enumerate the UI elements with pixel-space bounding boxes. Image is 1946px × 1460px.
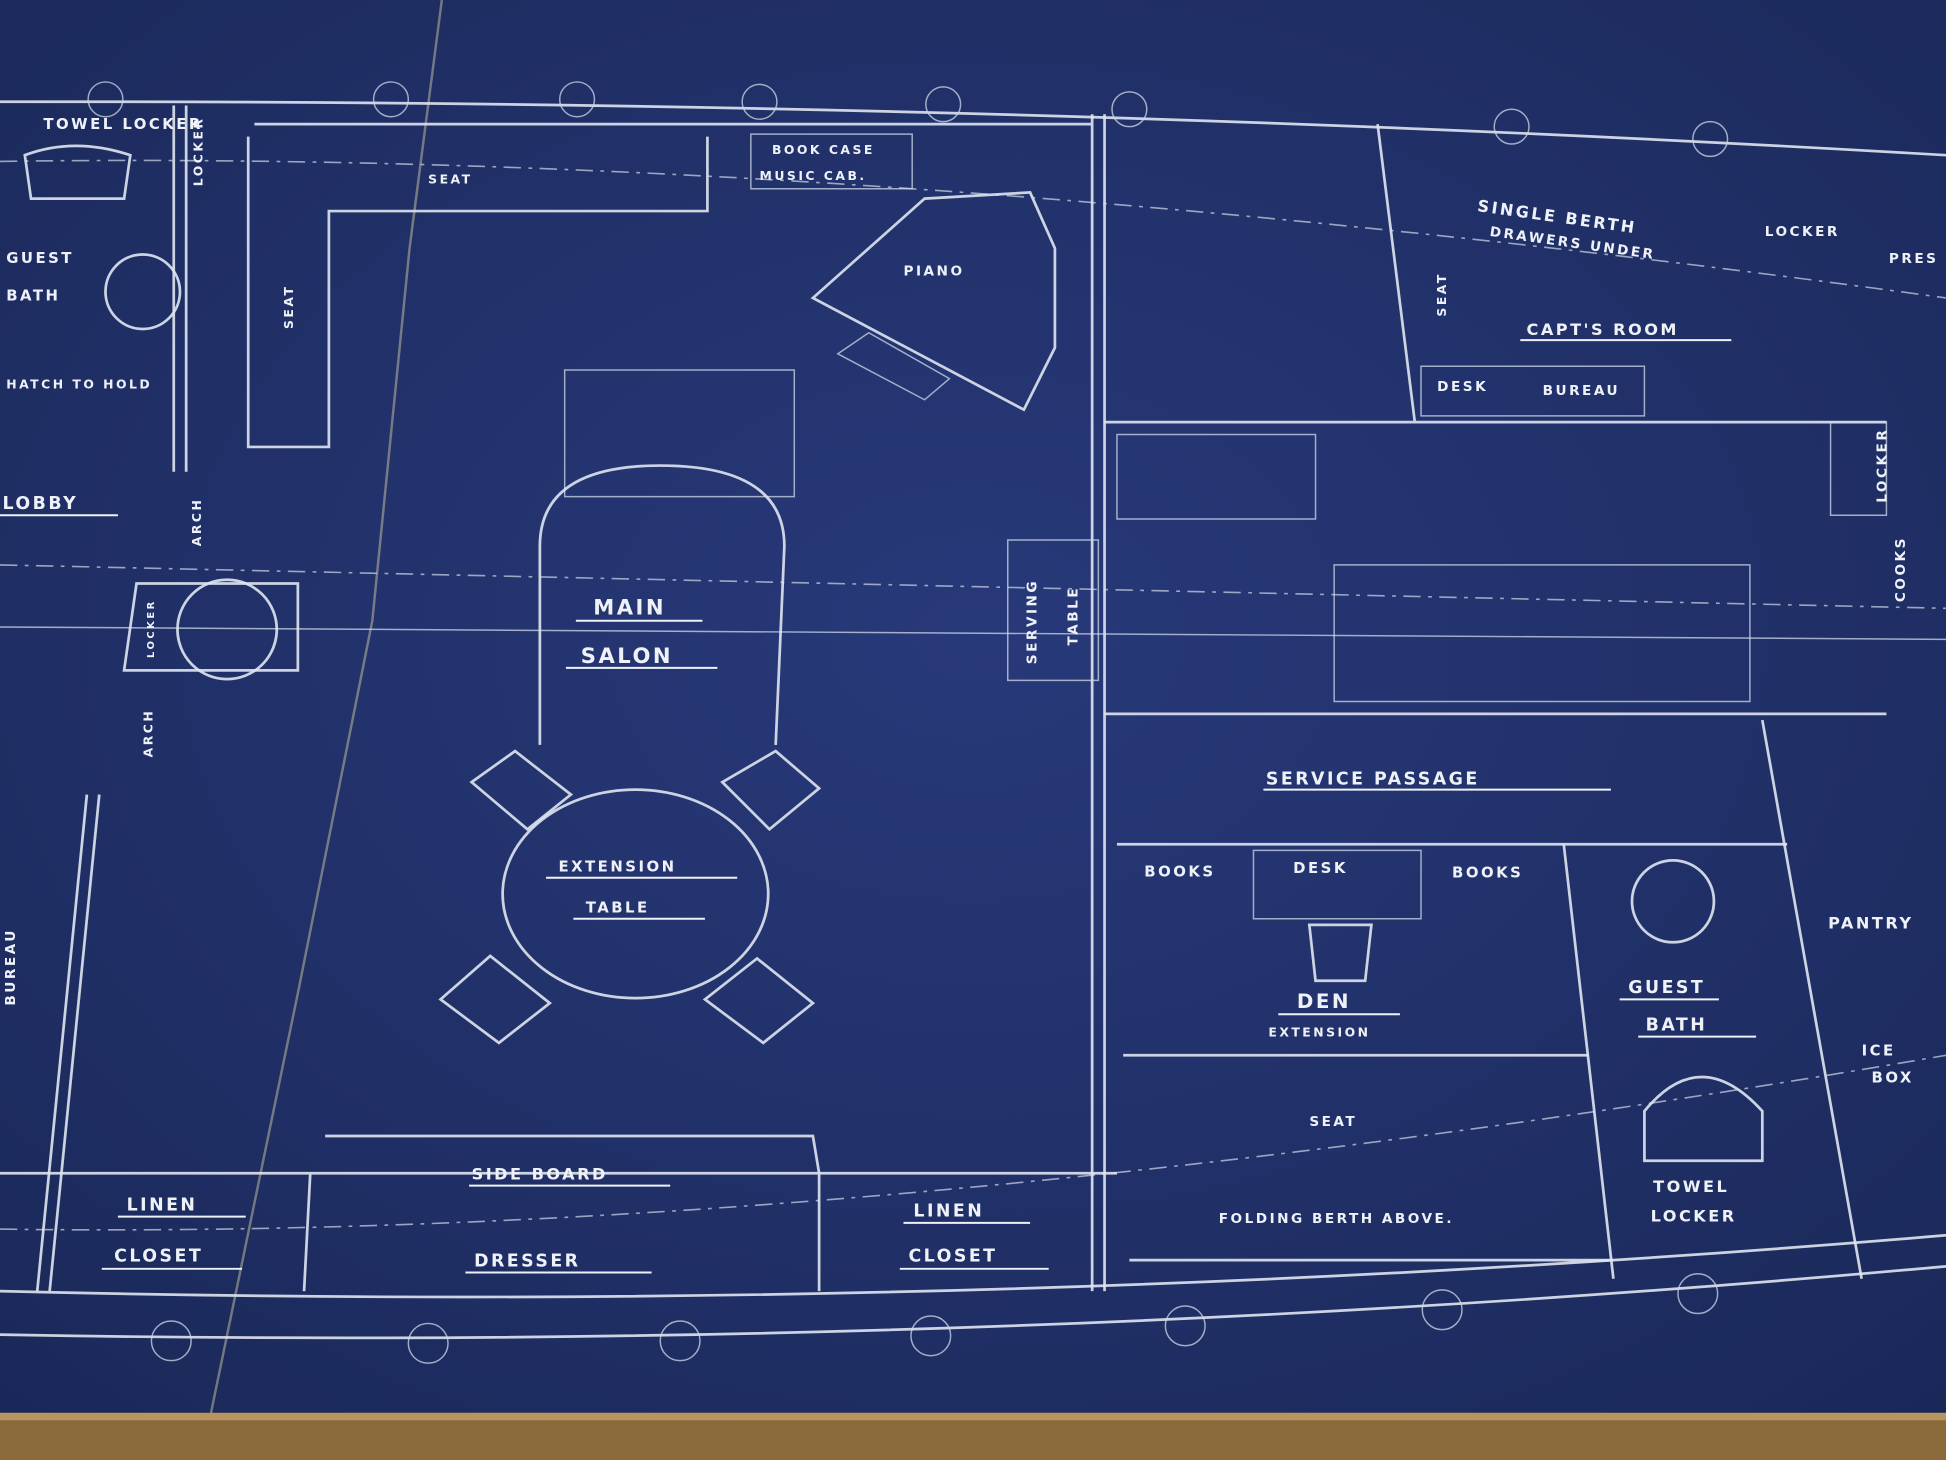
portholes [87, 81, 1729, 1364]
toilet-left [104, 253, 182, 331]
blueprint-paper [0, 0, 1946, 1416]
label-linen: LINEN [913, 1202, 984, 1222]
label-serving: SERVING [1024, 579, 1040, 664]
label-books: BOOKS [1452, 864, 1523, 882]
label-piano: PIANO [904, 264, 965, 280]
label-bath: BATH [1646, 1015, 1708, 1035]
label-book-case: BOOK CASE [772, 142, 875, 157]
label-main: MAIN [593, 595, 666, 620]
label-bureau: BUREAU [3, 928, 19, 1005]
label-seat: SEAT [1434, 272, 1449, 316]
label-desk: DESK [1437, 379, 1488, 395]
label-guest: GUEST [1628, 978, 1705, 998]
wooden-frame [0, 1412, 1946, 1460]
label-salon: SALON [581, 643, 673, 668]
label-closet: CLOSET [908, 1246, 997, 1266]
round-locker [176, 578, 279, 681]
label-bath: BATH [6, 286, 60, 304]
label-books: BOOKS [1144, 862, 1215, 880]
label-ice: ICE [1862, 1041, 1896, 1059]
label-den: DEN [1297, 990, 1351, 1013]
label-lobby: LOBBY [2, 494, 78, 514]
salon-table-outline [538, 464, 786, 745]
furniture [23, 144, 1764, 1163]
label-extension: EXTENSION [1268, 1025, 1370, 1040]
label-locker: LOCKER [190, 117, 205, 187]
label-closet: CLOSET [114, 1246, 203, 1266]
label-towel-locker: TOWEL LOCKER [43, 115, 202, 133]
toilet-right [1630, 858, 1716, 944]
room-labels: TOWEL LOCKER LOCKER SEAT SEAT BOOK CASE … [2, 115, 1939, 1271]
label-arch: ARCH [141, 709, 156, 758]
label-table: TABLE [1065, 586, 1081, 646]
piano [810, 191, 1057, 412]
label-pantry: PANTRY [1828, 914, 1913, 933]
fold-crease [209, 0, 444, 1414]
label-seat: SEAT [1309, 1114, 1357, 1130]
label-folding-berth: FOLDING BERTH ABOVE. [1219, 1211, 1454, 1227]
label-bureau: BUREAU [1543, 383, 1620, 399]
label-locker: LOCKER [146, 599, 157, 658]
label-pres: PRES [1889, 251, 1939, 267]
label-locker: LOCKER [1651, 1207, 1737, 1226]
label-box: BOX [1872, 1069, 1914, 1087]
label-table: TABLE [586, 898, 650, 916]
label-seat: SEAT [428, 172, 472, 187]
hull-outline [0, 100, 1946, 1340]
label-service-passage: SERVICE PASSAGE [1266, 770, 1480, 790]
label-linen: LINEN [127, 1195, 198, 1215]
label-capts-room: CAPT'S ROOM [1527, 320, 1679, 339]
label-towel: TOWEL [1653, 1177, 1729, 1196]
label-music-cab: MUSIC CAB. [760, 168, 867, 183]
label-arch: ARCH [189, 498, 204, 547]
walls [0, 105, 1888, 1292]
label-side-board: SIDE BOARD [472, 1164, 608, 1183]
label-locker: LOCKER [1874, 428, 1890, 503]
label-underlines [0, 339, 1757, 1274]
label-extension: EXTENSION [558, 858, 676, 876]
label-locker: LOCKER [1765, 224, 1840, 240]
label-seat: SEAT [281, 285, 296, 329]
label-desk: DESK [1293, 859, 1348, 877]
label-hatch-to-hold: HATCH TO HOLD [6, 377, 152, 392]
label-guest: GUEST [6, 249, 74, 267]
label-cooks: COOKS [1893, 536, 1909, 602]
label-dresser: DRESSER [474, 1251, 580, 1271]
extension-table [501, 788, 770, 1000]
